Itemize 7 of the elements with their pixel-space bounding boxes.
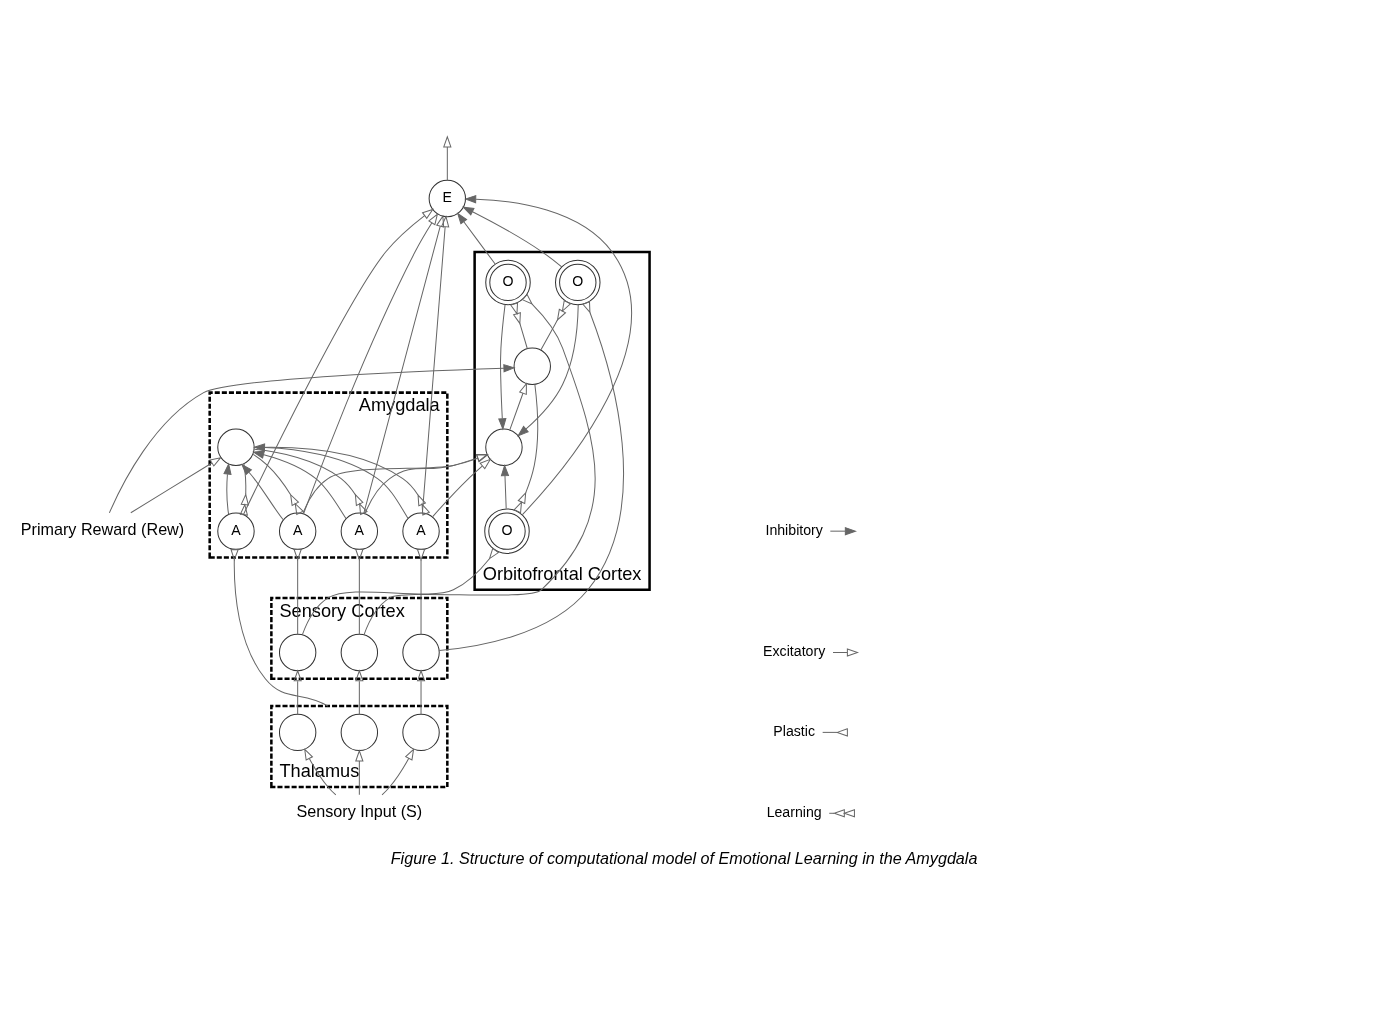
- legend-label: Excitatory: [763, 642, 826, 659]
- node-text: Sensory Input (S): [296, 801, 423, 820]
- node-text: Primary Reward (Rew): [20, 519, 185, 538]
- legend-label: Learning: [766, 803, 822, 820]
- legend-label: Plastic: [773, 722, 815, 739]
- caption: Figure 1. Structure of computational model of Emotional Learning in the Amygdala: [390, 848, 978, 867]
- legend-label: Inhibitory: [765, 521, 823, 538]
